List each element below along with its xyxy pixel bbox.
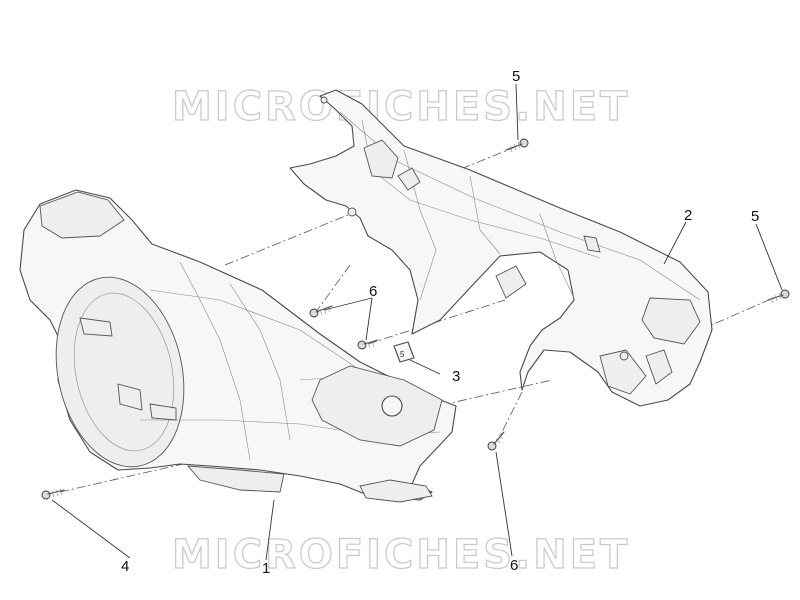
callout-3: 3 <box>452 368 460 385</box>
watermark-bottom: MICROFICHES.NET <box>172 532 630 578</box>
screw-6-bottom <box>487 431 505 451</box>
callout-4: 4 <box>121 558 129 575</box>
callout-5-right: 5 <box>751 208 759 225</box>
leader-lines <box>51 83 783 561</box>
callout-1: 1 <box>262 560 270 577</box>
screw-6-left <box>309 305 333 318</box>
clip-nut: 5 <box>393 341 415 363</box>
callout-6-bottom: 6 <box>510 557 518 574</box>
rear-handlebar-cover <box>289 89 713 407</box>
callout-labels: 1 2 3 4 5 5 6 6 <box>121 68 759 577</box>
clip-mark: 5 <box>400 350 405 359</box>
callout-6-left: 6 <box>369 283 377 300</box>
screw-5-right <box>767 289 790 304</box>
screw-6-center <box>357 339 379 350</box>
callout-5-top: 5 <box>512 68 520 85</box>
screw-4 <box>41 488 65 500</box>
screw-5-top <box>505 138 529 153</box>
front-handlebar-cover <box>19 189 457 503</box>
watermark-top: MICROFICHES.NET <box>172 84 630 130</box>
callout-2: 2 <box>684 207 692 224</box>
